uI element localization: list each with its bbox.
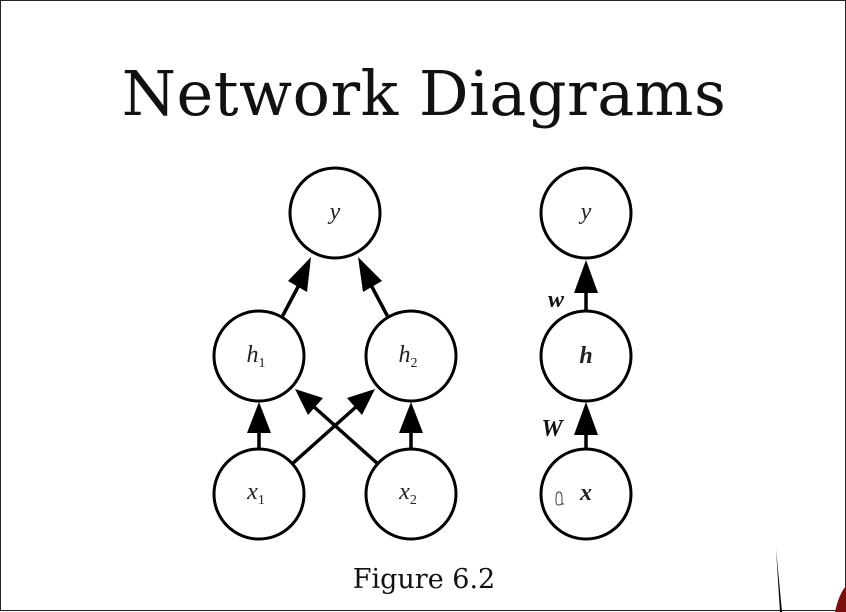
edge-label-w: w — [548, 287, 565, 313]
node-h1: h1 — [212, 309, 306, 403]
edge-h1-to-y — [279, 257, 311, 320]
corner-decoration — [776, 549, 846, 612]
edge-x1-to-h2 — [290, 389, 375, 466]
edge-h2-to-y — [358, 257, 391, 320]
mouse-cursor-icon — [555, 491, 564, 506]
node-h-vector-label: h — [579, 343, 592, 369]
node-h1-subscript: 1 — [259, 356, 266, 371]
svg-text:h2: h2 — [399, 342, 418, 371]
edge-h-to-y — [574, 260, 598, 310]
slide-title: Network Diagrams — [121, 57, 727, 130]
node-x1: x1 — [212, 447, 306, 541]
figure-caption: Figure 6.2 — [352, 564, 496, 595]
node-y-right: y — [539, 166, 633, 260]
node-x1-subscript: 1 — [258, 493, 265, 508]
node-x-vector: x — [539, 447, 633, 541]
node-x2: x2 — [364, 447, 458, 541]
node-y-left: y — [288, 166, 382, 260]
node-x-vector-label: x — [579, 480, 592, 506]
node-y-left-label: y — [328, 199, 341, 225]
node-y-right-label: y — [579, 199, 592, 225]
svg-text:x2: x2 — [398, 479, 417, 508]
node-h2-label: h — [399, 342, 411, 368]
edge-x2-to-h2 — [399, 402, 423, 448]
svg-text:h1: h1 — [247, 342, 266, 371]
node-x1-label: x — [246, 479, 258, 505]
edge-x1-to-h1 — [247, 402, 271, 448]
node-x2-label: x — [398, 479, 410, 505]
edge-x-to-h — [574, 402, 598, 448]
node-h2: h2 — [364, 309, 458, 403]
node-x2-subscript: 2 — [410, 493, 417, 508]
node-h2-subscript: 2 — [411, 356, 418, 371]
node-h1-label: h — [247, 342, 259, 368]
svg-text:x1: x1 — [246, 479, 265, 508]
edge-label-W: W — [541, 416, 564, 442]
edge-x2-to-h1 — [295, 389, 380, 466]
node-h-vector: h — [539, 309, 633, 403]
